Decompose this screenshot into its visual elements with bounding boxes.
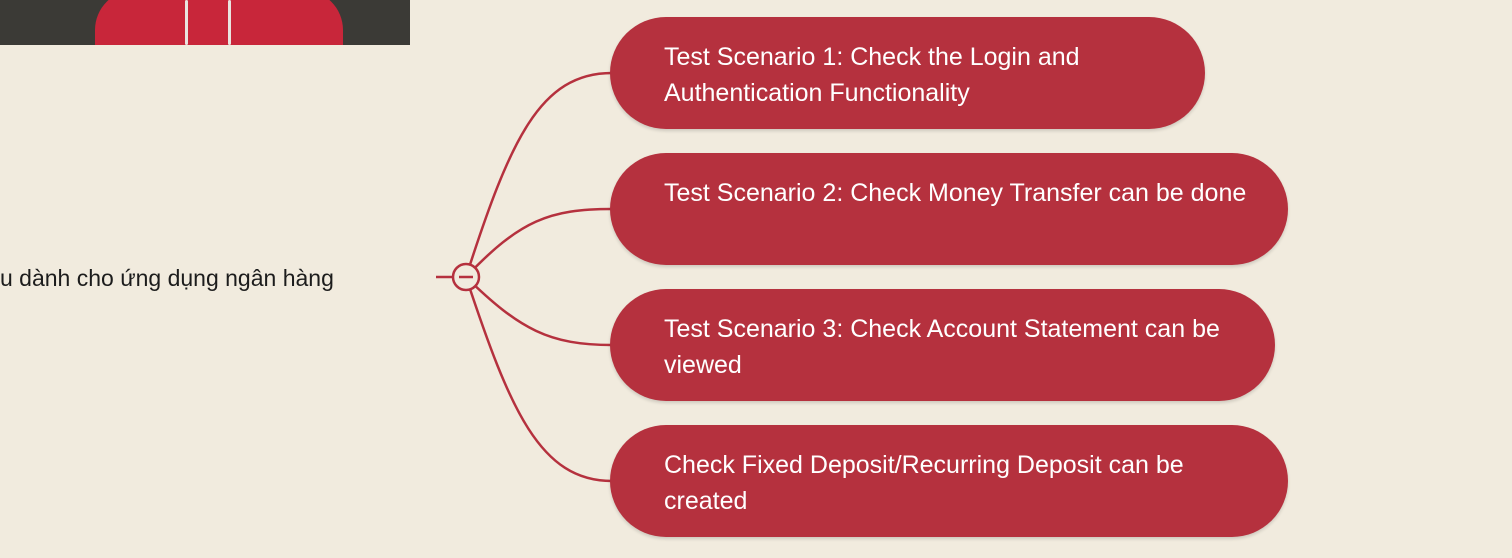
earphone-cord-left <box>185 0 188 45</box>
branch-connector-2 <box>465 207 613 278</box>
branch-node-2-text: Test Scenario 2: Check Money Transfer ca… <box>664 179 1247 207</box>
branch-node-4-text: Check Fixed Deposit/Recurring Deposit ca… <box>664 451 1184 515</box>
branch-node-3[interactable]: Test Scenario 3: Check Account Statement… <box>610 289 1275 401</box>
branch-node-2[interactable]: Test Scenario 2: Check Money Transfer ca… <box>610 153 1288 265</box>
branch-connector-3 <box>465 276 613 347</box>
earphone-cord-right <box>228 0 231 45</box>
branch-node-1-text: Test Scenario 1: Check the Login and Aut… <box>664 43 1080 107</box>
branch-node-4[interactable]: Check Fixed Deposit/Recurring Deposit ca… <box>610 425 1288 537</box>
branch-connector-4 <box>464 276 613 483</box>
webcam-shirt <box>95 0 343 45</box>
webcam-overlay <box>0 0 410 45</box>
branch-node-3-text: Test Scenario 3: Check Account Statement… <box>664 315 1220 379</box>
root-topic: u dành cho ứng dụng ngân hàng <box>0 265 334 291</box>
minus-circle-icon[interactable] <box>451 262 481 292</box>
branch-connector-1 <box>464 71 613 278</box>
branch-node-1[interactable]: Test Scenario 1: Check the Login and Aut… <box>610 17 1205 129</box>
